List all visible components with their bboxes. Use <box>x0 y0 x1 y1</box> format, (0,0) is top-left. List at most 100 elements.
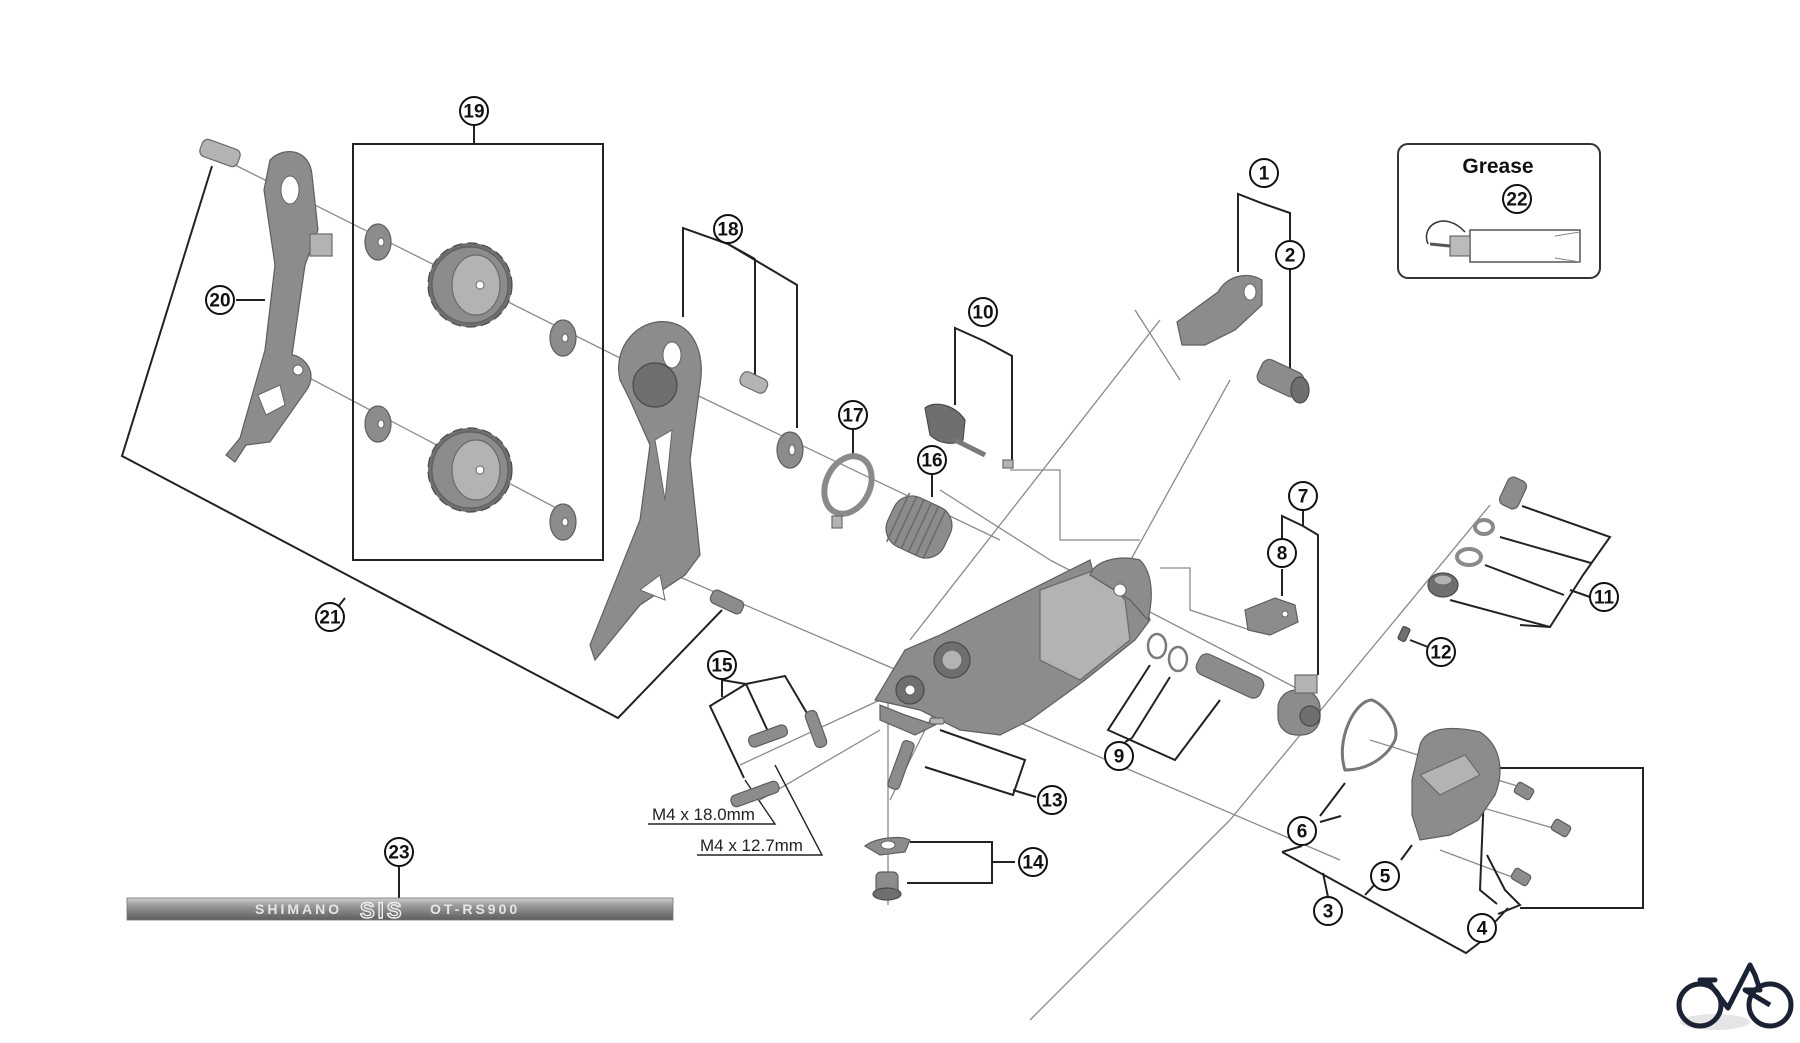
callout-17: 17 <box>838 400 868 430</box>
stop-ring <box>821 453 875 529</box>
callout-number: 23 <box>388 843 409 864</box>
set-screw <box>1397 626 1411 642</box>
b-link <box>1176 275 1310 404</box>
callout-1: 1 <box>1249 158 1279 188</box>
callout-number: 16 <box>921 451 942 472</box>
callout-6: 6 <box>1287 816 1317 846</box>
callout-circle <box>1104 741 1134 771</box>
callout-20: 20 <box>205 285 235 315</box>
callout-18: 18 <box>713 214 743 244</box>
callout-22: 22 <box>1502 184 1532 214</box>
callout-number: 12 <box>1430 643 1451 664</box>
bolt-short-dimension: M4 x 12.7mm <box>700 836 803 855</box>
callout-circle <box>1288 481 1318 511</box>
cover-gasket <box>1340 698 1398 772</box>
grease-box: Grease <box>1397 143 1601 279</box>
callout-2: 2 <box>1275 240 1305 270</box>
bolts <box>730 709 828 808</box>
callout-number: 18 <box>717 220 738 241</box>
clutch-cover <box>1411 727 1501 841</box>
callout-circle <box>917 445 947 475</box>
callout-number: 3 <box>1323 902 1334 923</box>
callout-circle <box>1313 896 1343 926</box>
callout-number: 21 <box>319 608 341 629</box>
callout-number: 9 <box>1114 747 1125 768</box>
upper-pulley <box>427 242 513 328</box>
callout-circle <box>1018 847 1048 877</box>
callout-circle <box>968 297 998 327</box>
callout-circle <box>315 602 345 632</box>
clutch-unit <box>1277 674 1321 736</box>
callout-circle <box>384 837 414 867</box>
callout-8: 8 <box>1267 538 1297 568</box>
callout-circle <box>713 214 743 244</box>
callout-10: 10 <box>968 297 998 327</box>
pivot-pin <box>887 717 945 791</box>
callout-number: 10 <box>972 303 993 324</box>
callout-3: 3 <box>1313 896 1343 926</box>
callout-13: 13 <box>1037 785 1067 815</box>
housing-model-text: OT-RS900 <box>430 901 520 917</box>
main-body <box>874 557 1152 736</box>
callout-14: 14 <box>1018 847 1048 877</box>
cable-adjuster-stack <box>1427 476 1528 598</box>
callout-number: 7 <box>1298 487 1309 508</box>
callout-circle <box>1370 861 1400 891</box>
callout-number: 22 <box>1506 190 1527 211</box>
callout-9: 9 <box>1104 741 1134 771</box>
callout-circle <box>1267 538 1297 568</box>
callout-5: 5 <box>1370 861 1400 891</box>
callout-circle <box>459 96 489 126</box>
housing-brand-text: SHIMANO <box>255 901 342 917</box>
callout-circle <box>1275 240 1305 270</box>
pulley-set <box>364 223 577 541</box>
callout-circle <box>1287 816 1317 846</box>
callout-23: 23 <box>384 837 414 867</box>
callout-number: 11 <box>1594 588 1615 609</box>
callout-number: 1 <box>1259 164 1270 185</box>
leader-lines <box>120 126 1644 955</box>
inner-cage-plate <box>199 138 333 463</box>
cover-screws <box>1510 781 1572 887</box>
callout-21: 21 <box>315 602 345 632</box>
callout-number: 8 <box>1277 544 1288 565</box>
cable-housing: SHIMANO SIS OT-RS900 <box>126 897 674 924</box>
callout-19: 19 <box>459 96 489 126</box>
callout-number: 4 <box>1477 919 1488 940</box>
grease-title: Grease <box>1462 155 1533 178</box>
callout-number: 14 <box>1022 853 1044 874</box>
callout-number: 19 <box>463 102 484 123</box>
callout-number: 13 <box>1041 791 1062 812</box>
cable-guide <box>1244 597 1299 636</box>
callout-number: 2 <box>1285 246 1296 267</box>
callout-12: 12 <box>1426 637 1456 667</box>
grease-tube-icon <box>1425 220 1581 263</box>
o-rings-and-axle <box>1146 632 1265 699</box>
callout-number: 15 <box>711 656 733 677</box>
callout-number: 17 <box>842 406 863 427</box>
callout-7: 7 <box>1288 481 1318 511</box>
callout-number: 5 <box>1380 867 1391 888</box>
lower-pulley <box>427 427 513 513</box>
outer-cage-plate <box>589 321 804 662</box>
adjust-screw <box>924 403 1014 469</box>
callout-circle <box>1249 158 1279 188</box>
callout-circle <box>1037 785 1067 815</box>
fixing-bolt <box>863 836 911 901</box>
callout-number: 20 <box>209 291 230 312</box>
callout-circle <box>1502 184 1532 214</box>
callout-circle <box>1467 913 1497 943</box>
callout-circle <box>205 285 235 315</box>
callout-circle <box>1426 637 1456 667</box>
bicycle-logo-icon <box>1676 962 1794 1030</box>
housing-logo-text: SIS <box>360 898 404 923</box>
callout-11: 11 <box>1589 582 1619 612</box>
callout-number: 6 <box>1297 822 1308 843</box>
bolt-long-dimension: M4 x 18.0mm <box>652 805 755 824</box>
callout-16: 16 <box>917 445 947 475</box>
callout-circle <box>838 400 868 430</box>
tension-spring <box>885 492 953 559</box>
callout-circle <box>707 650 737 680</box>
